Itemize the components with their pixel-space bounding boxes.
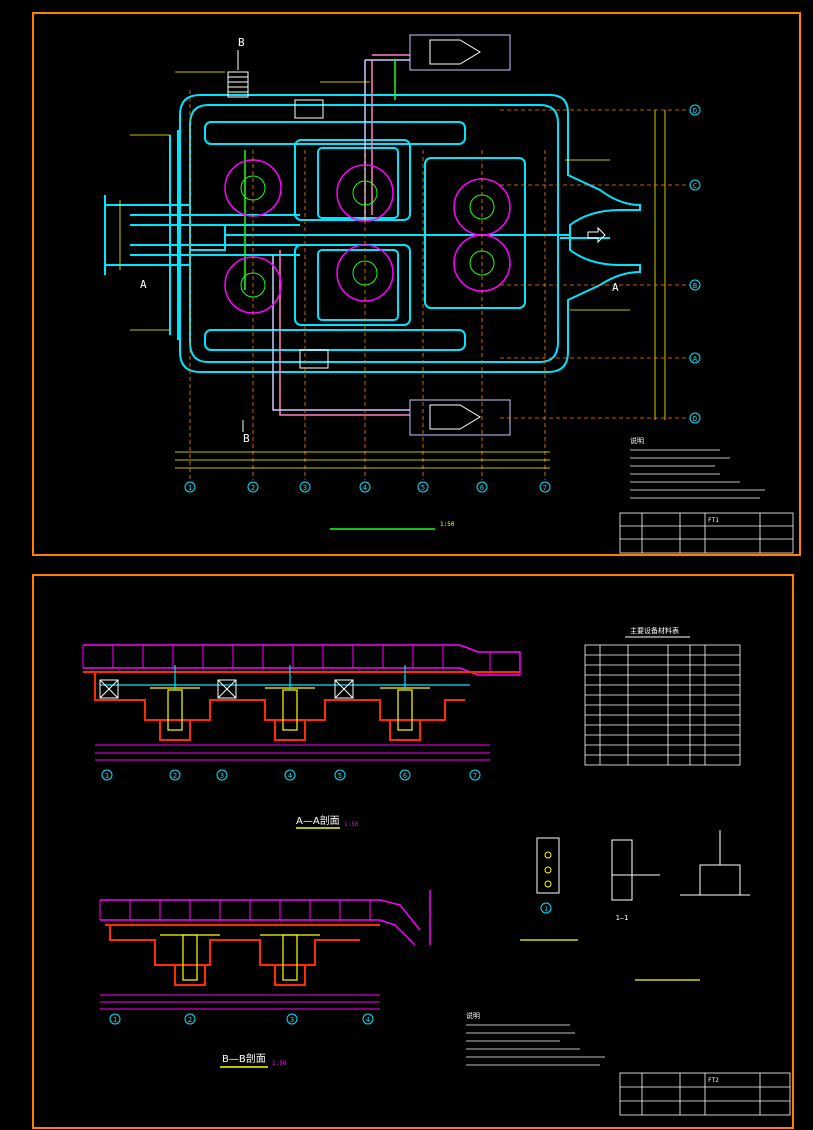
section-a-structure [83,671,520,741]
grid-letter: D [693,107,697,115]
section-mark: B [243,432,250,445]
stair-icon [227,71,249,98]
sheet-1-frame [32,12,801,556]
sheet2-notes: 说明 [466,1011,605,1066]
plan-title: 1:50 [330,521,455,530]
grid-number: 1 [105,772,109,780]
detail-label: 1—1 [616,914,629,922]
grid-number: 3 [290,1016,294,1024]
section-a-boxes [99,679,354,699]
section-a-dimensions [95,744,490,761]
grid-letter: C [693,182,697,190]
grid-number: 5 [421,484,425,492]
sheet-2: 1 2 3 4 5 6 7 A—A剖面 1:50 主要设备材料表 [32,574,794,1129]
section-b-dimensions [100,994,380,1010]
sheet-1: 1 2 3 4 5 6 7 D C B A D B [32,12,801,556]
title-block-code: FT2 [708,1077,719,1084]
title-block-code: FT1 [708,517,719,524]
sheet-2-frame [32,574,794,1129]
equipment-table: 主要设备材料表 [584,626,741,766]
plan-annotations [119,71,690,480]
grid-number: 4 [363,484,367,492]
grid-number: 5 [338,772,342,780]
notes-title: 说明 [466,1011,480,1020]
grid-number: 2 [188,1016,192,1024]
tank-bottom [409,399,511,436]
grid-number: 6 [403,772,407,780]
section-a-pipes [100,665,470,690]
grid-letter: A [693,355,698,363]
section-mark: A [612,281,619,294]
section-b-title-text: B—B剖面 [222,1052,266,1065]
section-a-railing [82,644,521,676]
title-block-2: FT2 [619,1072,791,1116]
grid-number: 6 [480,484,484,492]
grid-letter: D [693,415,697,423]
plan-grid-numbers: 1 2 3 4 5 6 7 [184,481,551,493]
detail-label: 1 [544,906,548,913]
title-block-1: FT1 [619,512,794,554]
section-b-railing [99,890,431,946]
section-b-title: B—B剖面 1:50 [220,1052,287,1068]
table-title: 主要设备材料表 [630,626,679,635]
flow-arrow-icon [587,226,606,244]
plan-pipes [244,54,410,416]
grid-number: 3 [303,484,307,492]
grid-number: 7 [473,772,477,780]
section-a-title: A—A剖面 1:50 [296,814,359,829]
grid-letter: B [693,282,697,290]
notes-title: 说明 [630,436,644,445]
grid-number: 2 [173,772,177,780]
section-b-structure [105,924,380,986]
plan-scale: 1:50 [440,521,455,528]
section-a-title-text: A—A剖面 [296,814,340,827]
section-b-pumps [160,934,320,981]
section-mark: A [140,278,147,291]
grid-number: 4 [366,1016,370,1024]
detail-drawings [536,830,750,914]
section-a-grid-numbers: 1 2 3 4 5 6 7 [101,769,481,781]
grid-number: 2 [251,484,255,492]
tank-top [409,34,511,71]
section-b-scale: 1:50 [272,1060,287,1067]
grid-number: 7 [543,484,547,492]
grid-number: 3 [220,772,224,780]
plan-notes: 说明 [630,436,765,499]
section-mark: B [238,36,245,49]
plan-grid-letters: D C B A D [689,104,701,424]
grid-number: 1 [113,1016,117,1024]
grid-number: 1 [188,484,192,492]
section-a-scale: 1:50 [344,821,359,828]
section-b-grid-numbers: 1 2 3 4 [109,1013,374,1025]
grid-number: 4 [288,772,292,780]
